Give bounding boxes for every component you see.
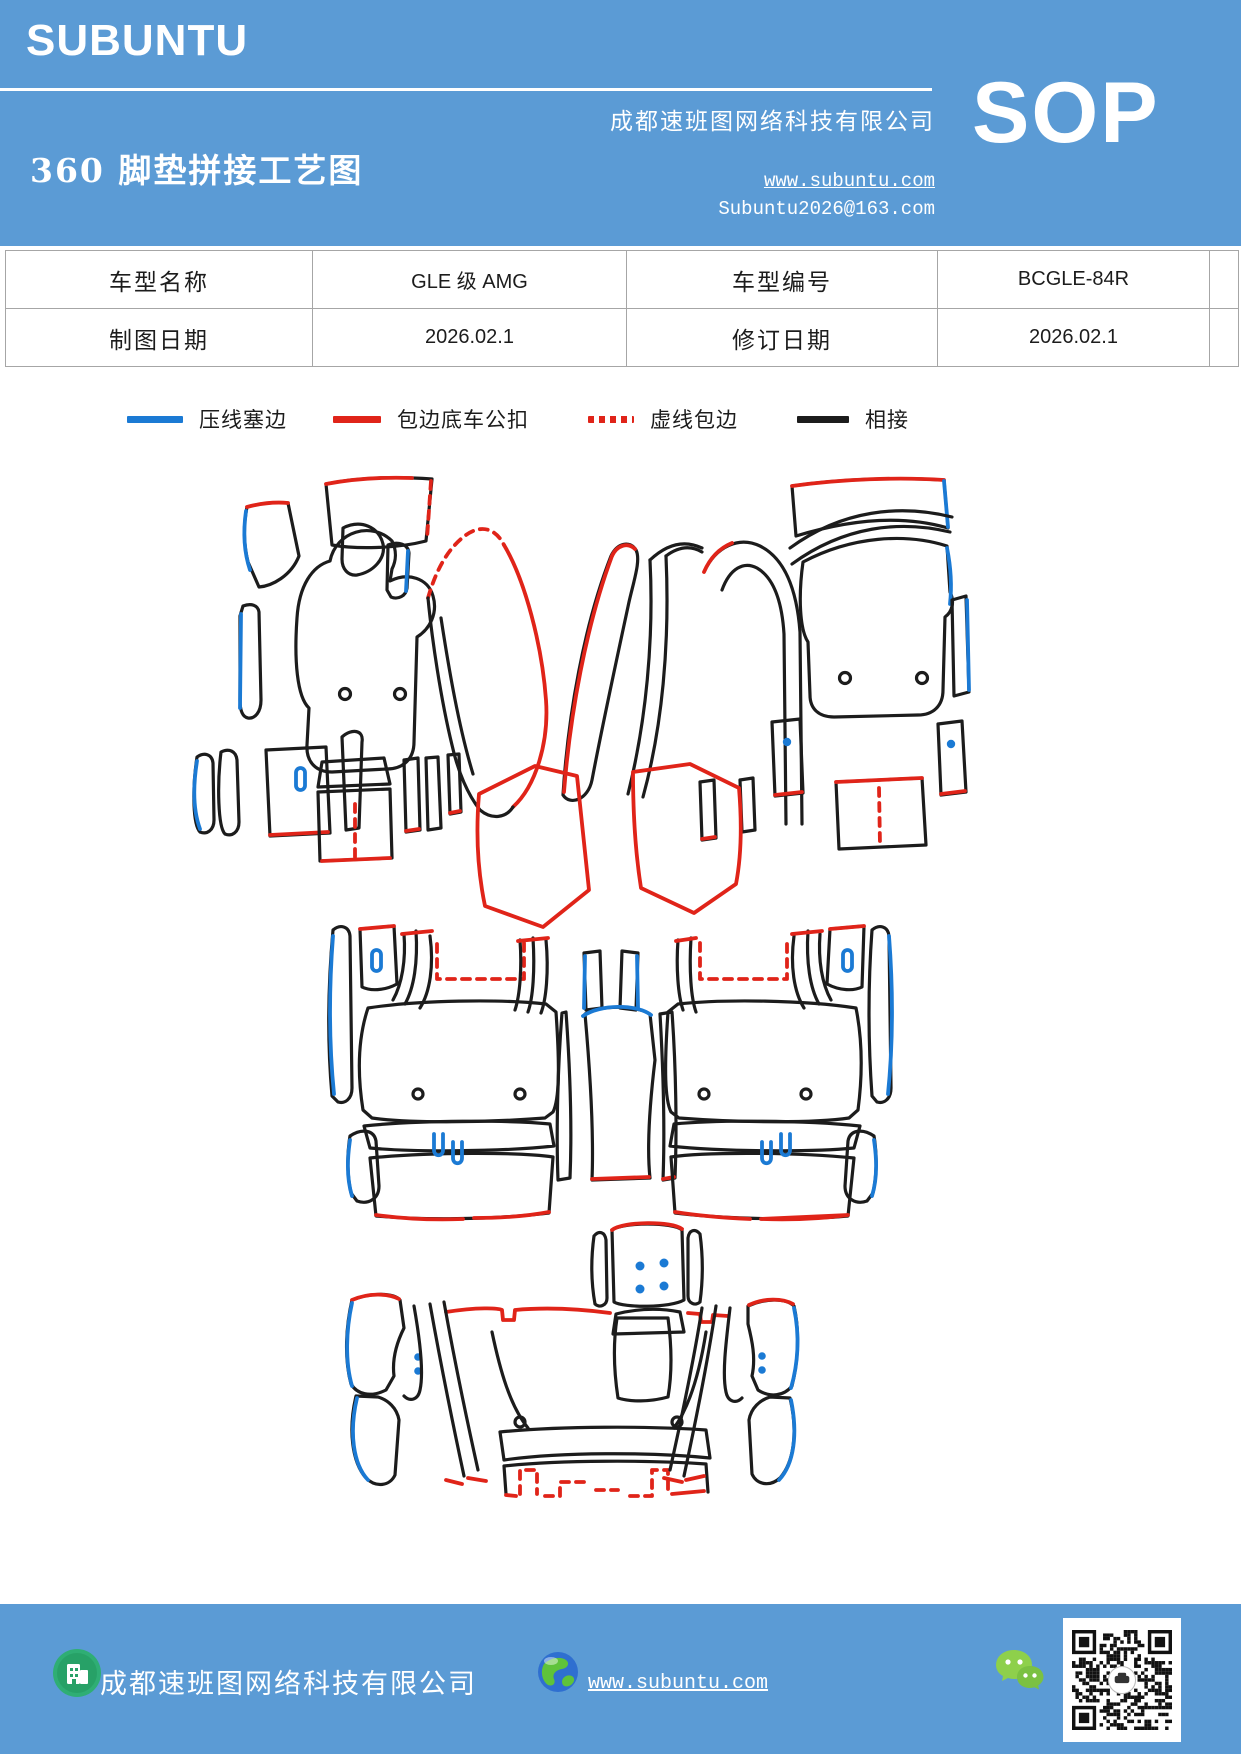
model-code-label: 车型编号	[627, 251, 938, 309]
red-dashed-swatch	[588, 415, 634, 423]
header-email: Subuntu2026@163.com	[718, 198, 935, 220]
qr-code	[1063, 1618, 1181, 1742]
trunk-mat-group	[345, 1221, 800, 1498]
empty-cell	[1210, 251, 1239, 309]
red-line-swatch	[333, 415, 381, 423]
sop-label: SOP	[972, 65, 1160, 161]
legend-item-black: 相接	[797, 402, 909, 436]
empty-cell	[1210, 309, 1239, 367]
legend-item-red-dashed: 虚线包边	[588, 402, 738, 436]
revise-date-value: 2026.02.1	[938, 309, 1210, 367]
footer-website-link[interactable]: www.subuntu.com	[588, 1672, 769, 1695]
front-left-mat-group	[192, 475, 549, 863]
legend-item-blue: 压线塞边	[127, 402, 287, 436]
model-code-value: BCGLE-84R	[938, 251, 1210, 309]
draw-date-label: 制图日期	[6, 309, 313, 367]
footer-company-name: 成都速班图网络科技有限公司	[100, 1669, 477, 1700]
model-name-label: 车型名称	[6, 251, 313, 309]
revise-date-label: 修订日期	[627, 309, 938, 367]
header-banner: SUBUNTU 360 脚垫拼接工艺图 成都速班图网络科技有限公司 www.su…	[0, 0, 1241, 246]
company-building-icon	[53, 1649, 101, 1697]
wechat-icon	[996, 1650, 1044, 1690]
brand-logo: SUBUNTU	[26, 16, 249, 65]
front-right-mat-group	[698, 476, 971, 851]
vehicle-info-table: 车型名称 GLE 级 AMG 车型编号 BCGLE-84R 制图日期 2026.…	[5, 250, 1239, 367]
header-divider	[0, 88, 932, 91]
draw-date-value: 2026.02.1	[313, 309, 627, 367]
rear-mat-group	[327, 762, 894, 1222]
header-company-name: 成都速班图网络科技有限公司	[610, 109, 935, 135]
header-website-link[interactable]: www.subuntu.com	[763, 170, 935, 192]
line-legend: 压线塞边 包边底车公扣 虚线包边 相接	[0, 402, 1241, 436]
page-title: 360 脚垫拼接工艺图	[30, 151, 364, 190]
black-line-swatch	[797, 415, 849, 423]
model-name-value: GLE 级 AMG	[313, 251, 627, 309]
blue-line-swatch	[127, 415, 183, 423]
globe-icon	[538, 1652, 578, 1692]
legend-item-red: 包边底车公扣	[333, 402, 529, 436]
center-pillar-pieces	[561, 542, 704, 802]
